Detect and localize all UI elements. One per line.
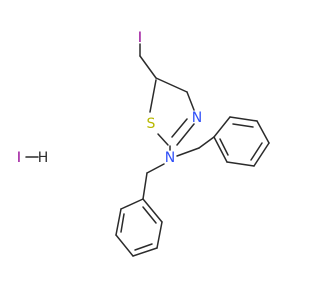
- bond-n3-c2: [176, 123, 195, 146]
- atom-labels: I S N N I H: [17, 30, 202, 166]
- bond-n-ch2-left: [146, 163, 165, 174]
- bond-c4-n3: [186, 91, 195, 111]
- molecule-diagram: I S N N I H: [17, 30, 270, 257]
- bond-ch2-phenyl-right: [198, 136, 215, 149]
- atom-label-sulfur: S: [147, 116, 156, 132]
- salt-iodine-label: I: [17, 150, 21, 166]
- atom-label-amine-nitrogen: N: [165, 150, 175, 166]
- bond-ch2-phenyl-left: [142, 172, 148, 200]
- atom-label-ring-nitrogen: N: [192, 110, 202, 126]
- bond-ch2-c5: [139, 55, 157, 79]
- bond-s1-c5: [149, 79, 157, 113]
- atom-label-iodine-methyl: I: [138, 30, 142, 46]
- phenyl-ring-left: [115, 198, 163, 257]
- salt-hydrogen-label: H: [38, 150, 49, 166]
- bond-c5-c4: [155, 77, 188, 93]
- bond-n-ch2-right: [176, 147, 200, 157]
- structure-svg: I S N N I H: [17, 30, 270, 257]
- bond-n3-c2-double: [171, 118, 188, 138]
- bonds: [25, 43, 270, 257]
- phenyl-ring-right: [213, 116, 270, 167]
- bond-c2-s1: [157, 133, 169, 146]
